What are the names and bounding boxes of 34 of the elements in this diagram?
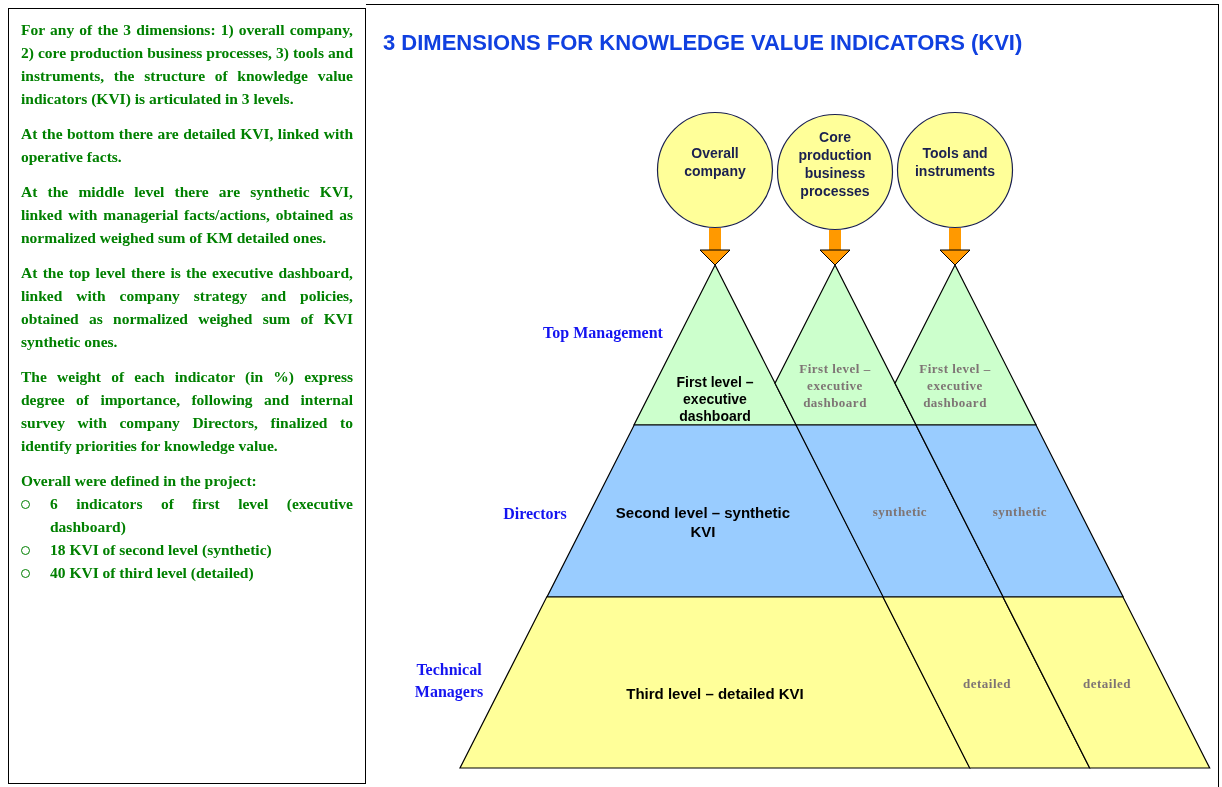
list-item: 40 KVI of third level (detailed) (50, 563, 255, 583)
ellipse-label: Overall company (683, 144, 747, 180)
paragraph: At the bottom there are detailed KVI, linked with operative facts. (21, 124, 353, 167)
text-panel (8, 8, 366, 784)
block-arrow (699, 228, 731, 266)
level-label: detailed (962, 674, 1011, 692)
ellipse-label: Core production business processes (797, 128, 873, 200)
list-item: 18 KVI of second level (synthetic) (50, 540, 273, 560)
list-item: 6 indicators of first level (executive dashboard) (50, 494, 353, 537)
level-caption: Technical Managers (413, 660, 485, 703)
level-label: First level – executive dashboard (918, 359, 992, 411)
block-arrow (939, 228, 971, 266)
level-label: First level – executive dashboard (675, 373, 755, 425)
dimension-ellipse (897, 112, 1013, 228)
level-label: synthetic (992, 502, 1048, 520)
dimension-ellipse (777, 114, 893, 230)
level-label: detailed (1082, 674, 1131, 692)
pyramid-top-triangle (775, 265, 917, 425)
level-caption: Top Management (543, 323, 663, 344)
paragraph: Overall were defined in the project: (21, 471, 258, 491)
paragraph: At the top level there is the executive dashboard, linked with company strategy and policies, obtained as normalized weighed sum of KVI synthetic ones. (21, 263, 353, 352)
level-label: First level – executive dashboard (798, 359, 872, 411)
paragraph: At the middle level there are synthetic KVI, linked with managerial facts/actions, obtained as normalized weighed sum of KM detailed ones. (21, 182, 353, 248)
paragraph: For any of the 3 dimensions: 1) overall company, 2) core production business processes, 3) tools and instruments, the structure of knowledge value indicators (KVI) is articulated in 3 levels. (21, 20, 353, 109)
block-arrow (819, 230, 851, 266)
level-caption: Directors (502, 504, 568, 524)
level-label: Second level – synthetic KVI (614, 503, 792, 541)
diagram-title: 3 DIMENSIONS FOR KNOWLEDGE VALUE INDICATORS (KVI) (383, 30, 1023, 56)
level-label: Third level – detailed KVI (625, 683, 805, 703)
ellipse-label: Tools and instruments (913, 144, 997, 180)
level-label: synthetic (872, 502, 928, 520)
paragraph: The weight of each indicator (in %) express degree of importance, following and internal survey with company Directors, finalized to identify priorities for knowledge value. (21, 367, 353, 456)
pyramid-top-triangle (895, 265, 1037, 425)
dimension-ellipse (657, 112, 773, 228)
